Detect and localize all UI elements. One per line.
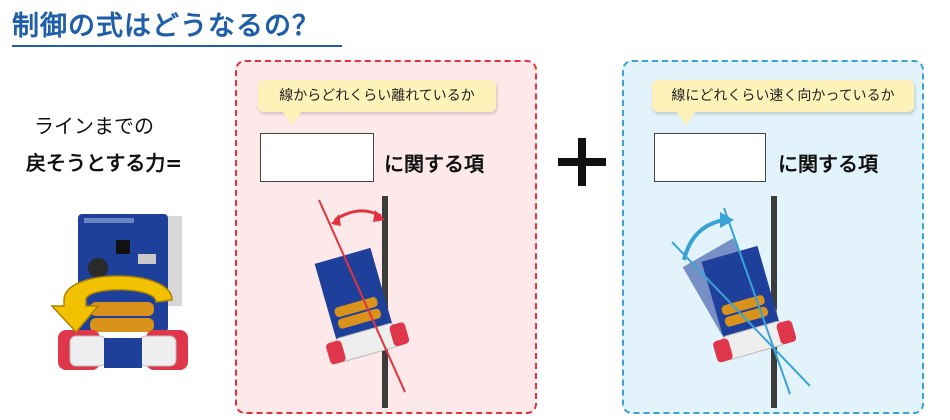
term-left-illustration — [314, 196, 410, 408]
term-right-blank — [654, 133, 766, 182]
term-left-bubble-tail — [282, 111, 302, 125]
term-right-bubble: 線にどれくらい速く向かっているか — [652, 80, 914, 112]
robot-chip — [116, 240, 130, 254]
term-right-illustration — [671, 196, 811, 408]
title-underline — [12, 45, 342, 47]
equation-lhs-line1: ラインまでの — [34, 114, 154, 138]
robot-heading-line — [318, 199, 406, 393]
robot-side-plate — [168, 216, 182, 306]
heading-line-previous — [671, 241, 811, 387]
rotation-speed-arc — [682, 218, 725, 261]
robot-rotation-illustration — [50, 214, 188, 370]
angle-arrowhead-left — [331, 214, 341, 226]
angle-arrowhead-right — [373, 210, 385, 222]
plus-sign — [558, 138, 606, 186]
term-left-bubble: 線からどれくらい離れているか — [258, 80, 496, 112]
term-right-label: に関する項 — [778, 152, 878, 176]
robot-battery-1 — [90, 302, 154, 316]
tilted-robot — [701, 245, 797, 363]
equation-lhs-line2: 戻そうとする力= — [26, 151, 183, 175]
tilted-robot — [314, 247, 410, 365]
robot-battery-2 — [90, 318, 154, 332]
term-left-blank — [260, 133, 374, 182]
rotation-speed-arrowhead — [720, 212, 734, 228]
heading-line-current — [723, 207, 791, 395]
rotation-arrow — [50, 275, 173, 334]
robot-buzzer — [88, 258, 108, 278]
term-left-label: に関する項 — [384, 152, 484, 176]
term-right-bubble-tail — [676, 111, 696, 125]
robot-top-view — [58, 214, 188, 370]
page-title: 制御の式はどうなるの？ — [12, 11, 320, 42]
